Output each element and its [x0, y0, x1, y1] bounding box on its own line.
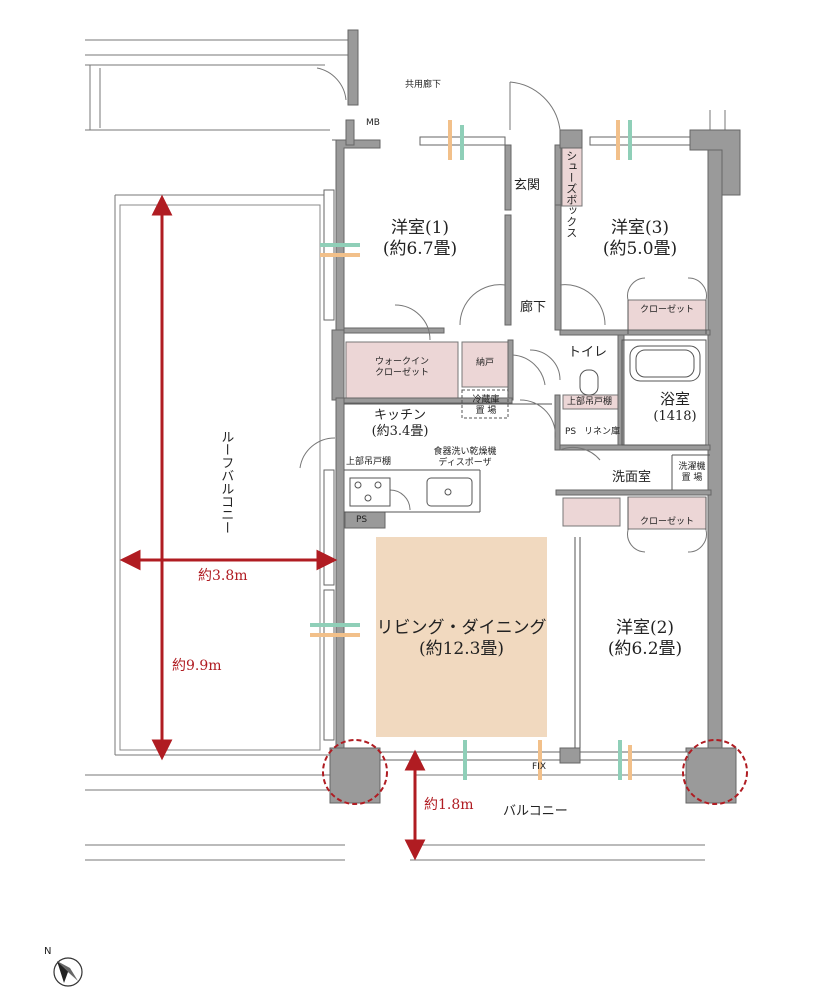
bath-room: 浴室 (1418): [645, 390, 705, 425]
roof-balcony-label: ルーフバルコニー: [218, 430, 234, 534]
roof-balcony: [119, 204, 321, 751]
label-line: ウォークイン: [374, 357, 429, 367]
dishwasher-label: 食器洗い乾燥機 ディスポーザ: [420, 447, 510, 470]
storage-label: 納戸: [476, 358, 495, 368]
room-size: (1418): [653, 408, 697, 424]
roof-depth-dimension: 約9.9m: [172, 658, 222, 674]
washroom-shelf: [562, 497, 621, 527]
north-label: N: [44, 946, 52, 957]
washroom-label: 洗面室: [612, 470, 652, 485]
room-size: (約3.4畳): [371, 424, 429, 440]
walk-in-closet-label: ウォークイン クローゼット: [372, 357, 432, 380]
room-name: 洋室(3): [610, 218, 670, 238]
label-line: 食器洗い乾燥機: [433, 447, 497, 457]
room-name: キッチン: [373, 408, 426, 423]
walls: [329, 29, 741, 804]
ps-label-wc: PS: [565, 427, 577, 437]
hallway-label: 廊下: [520, 300, 547, 315]
linen-label: リネン庫: [584, 427, 621, 437]
fixtures: [349, 345, 701, 507]
ventilation-marks: [310, 120, 632, 780]
mb-label: MB: [366, 118, 380, 128]
ps-label-kitchen: PS: [356, 515, 368, 525]
fridge-label: 冷蔵庫 置 場: [466, 395, 506, 418]
closet-room-2-label: クローゼット: [640, 517, 695, 527]
dimension-arrows: [119, 194, 426, 861]
living-dining: リビング・ダイニング (約12.3畳): [376, 618, 547, 661]
western-room-1: 洋室(1) (約6.7畳): [380, 218, 460, 261]
ldk-area: [376, 537, 547, 737]
label-line: 置 場: [475, 406, 497, 417]
interior-lines: [344, 300, 710, 748]
upper-cabinet-kitchen-label: 上部吊戸棚: [346, 457, 392, 467]
label-line: 置 場: [681, 473, 703, 484]
room-size: (約6.7畳): [382, 239, 458, 260]
storage-room: [461, 341, 509, 388]
washer-label: 洗濯機 置 場: [675, 462, 709, 485]
door-swings: [299, 67, 707, 553]
label-line: 冷蔵庫: [472, 395, 500, 405]
upper-cabinet-wc-label: 上部吊戸棚: [567, 397, 613, 407]
room-name: 洋室(2): [615, 618, 675, 638]
fix-label: FIX: [532, 762, 546, 772]
room-size: (約6.2畳): [607, 639, 683, 660]
balcony-label: バルコニー: [503, 804, 568, 819]
entrance-label: 玄関: [514, 178, 541, 193]
label-line: クローゼット: [374, 368, 429, 379]
kitchen-label: キッチン (約3.4畳): [370, 408, 430, 441]
toilet-label: トイレ: [568, 345, 608, 360]
north-compass-icon: [53, 957, 83, 987]
common-corridor-label: 共用廊下: [405, 80, 442, 90]
room-name: リビング・ダイニング: [376, 618, 547, 638]
room-name: 洋室(1): [390, 218, 450, 238]
closet-room-3-label: クローゼット: [640, 305, 695, 315]
shoe-box-label: シューズボックス: [564, 150, 578, 238]
column-highlights: [322, 739, 748, 805]
label-line: 洗濯機: [678, 462, 706, 472]
room-size: (約12.3畳): [418, 639, 505, 660]
label-line: ディスポーザ: [438, 458, 492, 469]
room-size: (約5.0畳): [602, 239, 678, 260]
walk-in-closet: [345, 341, 459, 399]
balcony-depth-dimension: 約1.8m: [424, 797, 474, 813]
western-room-2: 洋室(2) (約6.2畳): [600, 618, 690, 661]
western-room-3: 洋室(3) (約5.0畳): [595, 218, 685, 261]
room-name: 浴室: [659, 390, 690, 408]
roof-width-dimension: 約3.8m: [198, 568, 248, 584]
